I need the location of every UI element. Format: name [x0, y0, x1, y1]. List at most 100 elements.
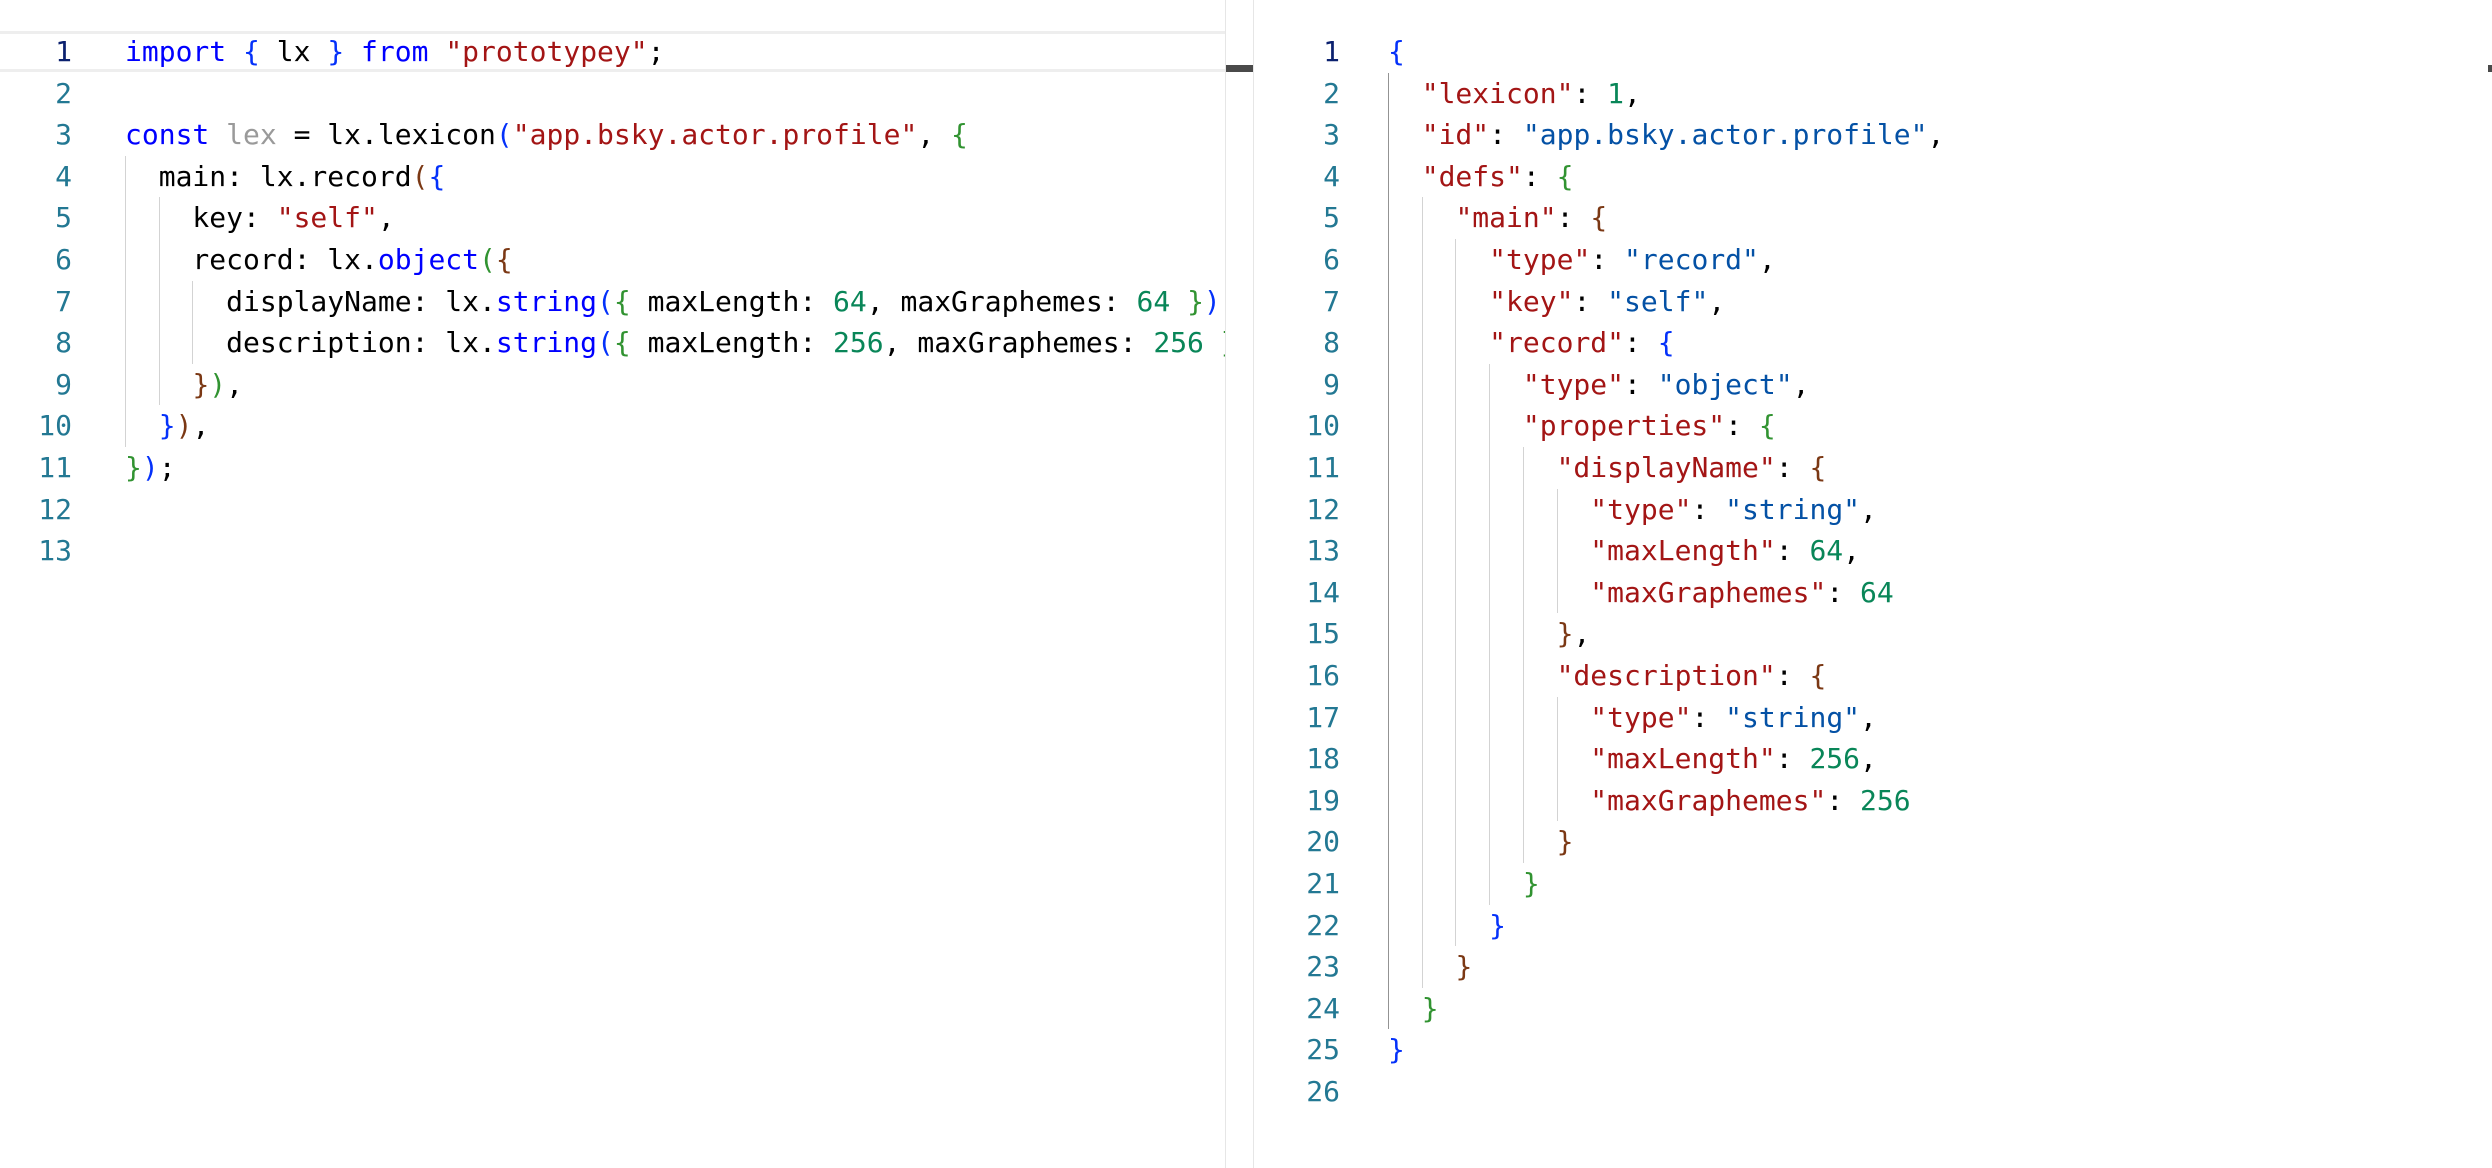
code-token: key: — [125, 201, 277, 235]
code-token — [1388, 77, 1422, 110]
code-line[interactable]: 14 "maxGraphemes": 64 — [1254, 571, 2492, 614]
code-line[interactable]: 4 main: lx.record({ — [0, 155, 1225, 198]
indent-guide — [1388, 322, 1389, 364]
pane-divider[interactable] — [1253, 0, 1254, 1168]
indent-guide — [1388, 779, 1389, 822]
code-token: "maxLength" — [1590, 742, 1776, 776]
code-line[interactable]: 23 } — [1254, 946, 2492, 988]
code-line[interactable]: 7 "key": "self", — [1254, 280, 2492, 323]
code-token: } — [1388, 1033, 1405, 1067]
indent-guide — [1388, 488, 1389, 531]
code-token: "properties" — [1522, 409, 1726, 443]
code-line[interactable]: 6 record: lx.object({ — [0, 239, 1225, 281]
code-line[interactable]: 24 } — [1254, 987, 2492, 1030]
code-line[interactable]: 12 "type": "string", — [1254, 488, 2492, 531]
code-token: "type" — [1590, 492, 1692, 526]
code-line[interactable]: 5 "main": { — [1254, 197, 2492, 239]
code-line[interactable]: 16 "description": { — [1254, 655, 2492, 697]
code-token: : — [1573, 76, 1608, 110]
code-line[interactable]: 2 — [0, 73, 1225, 115]
code-token — [1388, 160, 1422, 193]
line-number: 23 — [1306, 950, 1340, 984]
code-token: { — [1758, 409, 1776, 443]
code-token: "maxGraphemes" — [1590, 783, 1827, 817]
indent-guide — [1421, 488, 1423, 531]
code-line[interactable]: 17 "type": "string", — [1254, 696, 2492, 739]
code-line[interactable]: 5 key: "self", — [0, 197, 1225, 239]
indent-guide — [1556, 779, 1558, 822]
line-number: 26 — [1306, 1075, 1340, 1108]
indent-guide — [158, 280, 160, 323]
code-text: "description": { — [1388, 655, 1827, 697]
line-number: 15 — [1306, 617, 1340, 651]
json-editor[interactable]: 1{2 "lexicon": 1,3 "id": "app.bsky.actor… — [1254, 0, 2492, 1168]
code-line[interactable]: 8 description: lx.string({ maxLength: 25… — [0, 322, 1225, 364]
code-line[interactable]: 19 "maxGraphemes": 256 — [1254, 779, 2492, 822]
code-token: 256 — [833, 326, 884, 360]
code-line[interactable]: 22 } — [1254, 904, 2492, 947]
code-token: "type" — [1489, 243, 1591, 276]
line-number: 14 — [1306, 575, 1340, 609]
code-line[interactable]: 6 "type": "record", — [1254, 239, 2492, 281]
indent-guide — [1388, 447, 1389, 489]
code-line[interactable]: 8 "record": { — [1254, 322, 2492, 364]
code-token: 64 — [833, 284, 867, 318]
code-line[interactable]: 11 "displayName": { — [1254, 447, 2492, 489]
code-token: , — [917, 118, 952, 152]
scrollbar-position-marker[interactable] — [1226, 65, 1253, 72]
code-line[interactable]: 4 "defs": { — [1254, 155, 2492, 198]
indent-guide — [1421, 655, 1423, 697]
code-line[interactable]: 21 } — [1254, 863, 2492, 905]
line-number: 13 — [1306, 534, 1340, 568]
code-token — [1388, 701, 1590, 734]
code-line[interactable]: 25} — [1254, 1029, 2492, 1071]
code-text: "lexicon": 1, — [1388, 73, 1641, 115]
indent-guide — [1455, 571, 1457, 614]
indent-guide — [1556, 738, 1558, 780]
code-token: , — [1860, 492, 1877, 526]
line-number: 21 — [1306, 867, 1340, 900]
code-token: , — [1792, 367, 1810, 401]
indent-guide — [1421, 322, 1423, 364]
indent-guide — [1388, 987, 1389, 1030]
editor-divider — [1225, 0, 1226, 1168]
line-number: 11 — [38, 451, 72, 484]
code-token: "string" — [1725, 492, 1861, 526]
code-line[interactable]: 20 } — [1254, 821, 2492, 863]
code-line[interactable]: 13 "maxLength": 64, — [1254, 530, 2492, 572]
code-token: { — [1388, 35, 1405, 68]
code-line[interactable]: 15 }, — [1254, 613, 2492, 655]
code-token: "displayName" — [1556, 451, 1776, 484]
code-token — [125, 368, 192, 401]
indent-guide — [1489, 613, 1491, 655]
code-token: "type" — [1590, 700, 1692, 734]
code-text: { — [1388, 31, 1405, 73]
line-number: 6 — [55, 243, 72, 276]
code-line[interactable]: 11}); — [0, 447, 1225, 489]
line-number: 13 — [38, 534, 72, 568]
code-token: 256 — [1153, 326, 1204, 360]
code-text: import { lx } from "prototypey"; — [125, 31, 664, 73]
indent-guide — [1489, 488, 1491, 531]
code-line[interactable]: 9 }), — [0, 363, 1225, 406]
code-line[interactable]: 26 — [1254, 1071, 2492, 1113]
indent-guide — [1421, 863, 1423, 905]
code-line[interactable]: 3 "id": "app.bsky.actor.profile", — [1254, 114, 2492, 156]
indent-guide — [1455, 655, 1457, 697]
code-line[interactable]: 9 "type": "object", — [1254, 363, 2492, 406]
code-line[interactable]: 7 displayName: lx.string({ maxLength: 64… — [0, 280, 1225, 323]
right-scrollbar-marker[interactable] — [2488, 65, 2492, 72]
indent-guide — [1421, 696, 1423, 739]
code-line[interactable]: 10 "properties": { — [1254, 405, 2492, 447]
indent-guide — [1388, 530, 1389, 572]
code-line[interactable]: 13 — [0, 530, 1225, 572]
code-line[interactable]: 10 }), — [0, 405, 1225, 447]
code-line[interactable]: 2 "lexicon": 1, — [1254, 72, 2492, 115]
code-token — [1388, 409, 1523, 442]
code-line[interactable]: 18 "maxLength": 256, — [1254, 738, 2492, 780]
code-line[interactable]: 12 — [0, 489, 1225, 531]
code-line[interactable]: 1{ — [1254, 31, 2492, 73]
